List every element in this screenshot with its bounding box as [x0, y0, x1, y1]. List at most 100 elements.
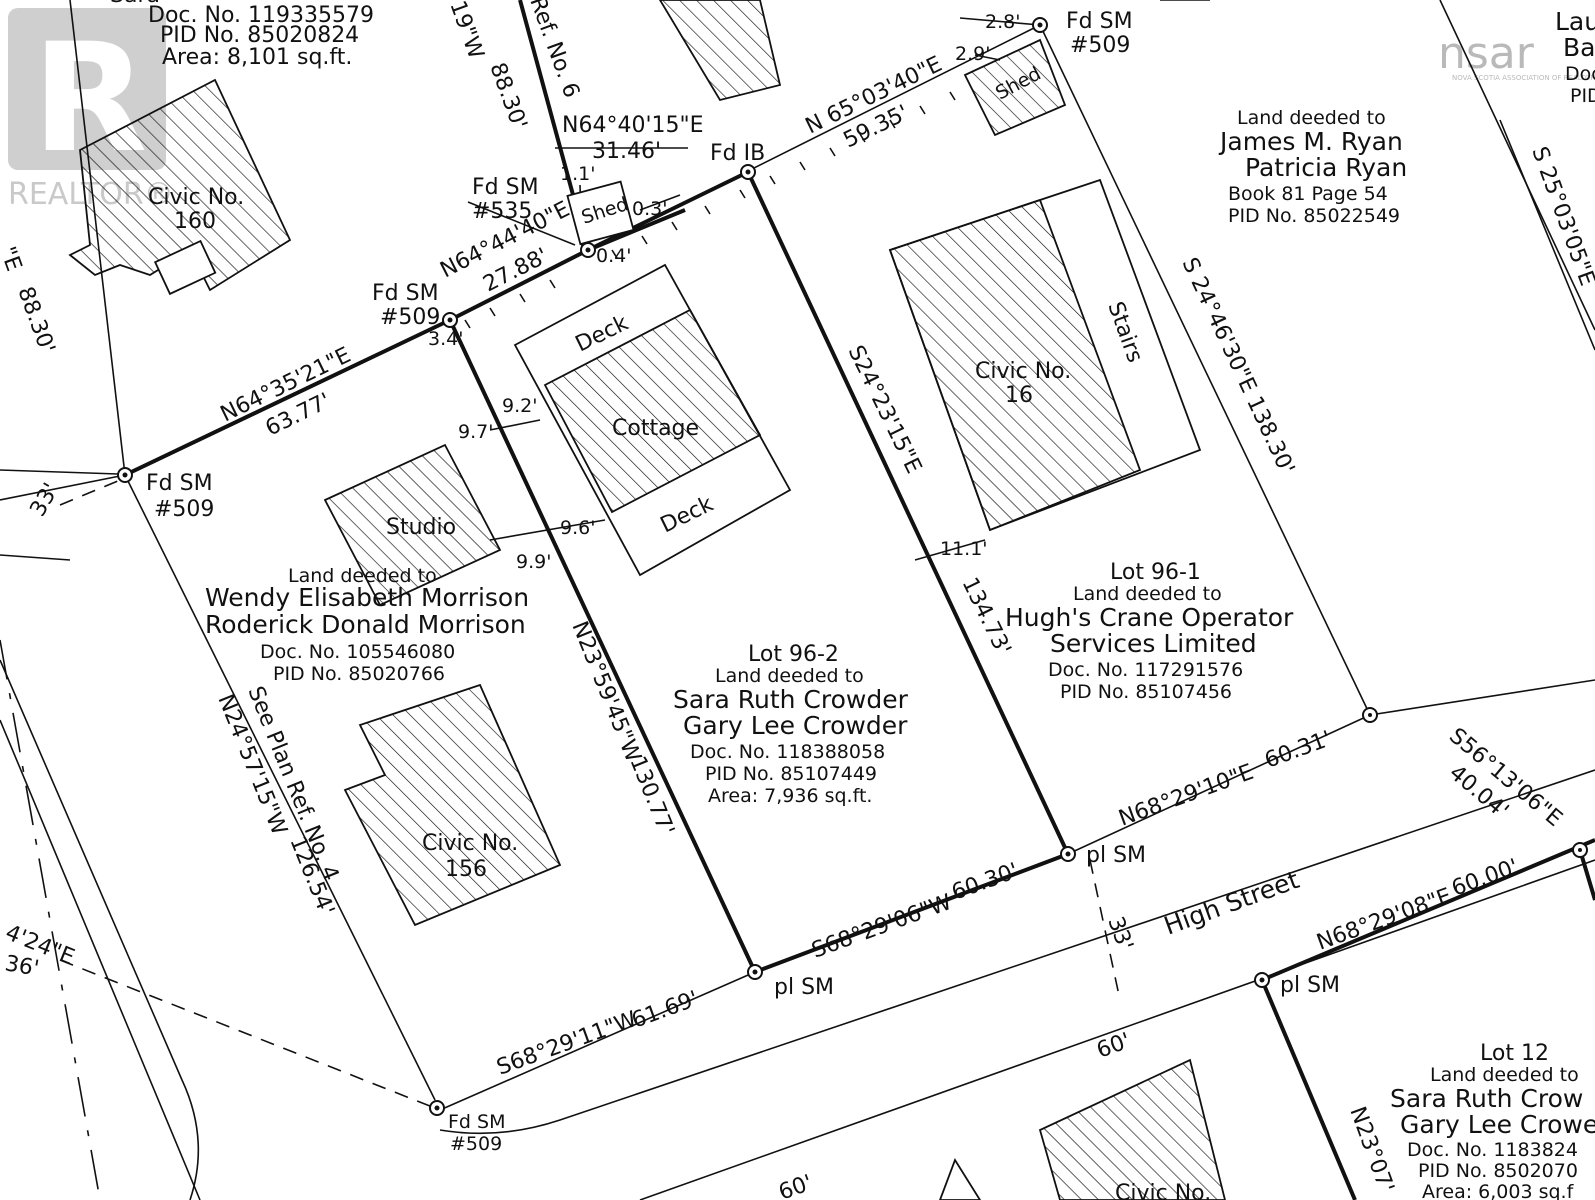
monument-label-m3n: #535: [472, 199, 532, 224]
building-civic-160: [68, 78, 292, 292]
offset-o5: 0.4': [596, 245, 631, 267]
bearing-b17: N23°07': [1344, 1104, 1398, 1197]
street-edges: [0, 469, 1595, 1200]
offset-o4: 0.3': [632, 198, 667, 220]
lot-96-2-title: Lot 96-2: [748, 642, 839, 667]
ryan-line3: Patricia Ryan: [1245, 153, 1407, 182]
ryan-line5: PID No. 85022549: [1228, 205, 1400, 227]
offset-o3: 1.1': [560, 163, 595, 185]
monument-label-m4: Fd SM: [372, 281, 439, 306]
street-width-60b: 60': [776, 1171, 817, 1200]
bearing-b12: S68°29'11"W: [494, 1007, 641, 1081]
lot-12-line3: Gary Lee Crowe: [1400, 1110, 1595, 1139]
bearing-b5: S24°23'15"E: [843, 342, 926, 478]
bearing-b16-dist: 88.30': [12, 284, 59, 357]
monument-label-m7: pl SM: [774, 975, 834, 1000]
offset-o11: 11.1': [940, 538, 988, 560]
bearing-b9-dist: 60.31': [1262, 727, 1335, 774]
lot-96-1-line1: Land deeded to: [1073, 583, 1222, 605]
monument-label-m9: Fd SM: [448, 1111, 505, 1133]
bearing-b15: 19"W: [444, 0, 488, 63]
lot-12-line2: Sara Ruth Crow: [1390, 1084, 1583, 1113]
lot-12-line5: PID No. 8502070: [1418, 1160, 1578, 1182]
monument-label-m4n: #509: [380, 305, 440, 330]
lot-96-1-line2: Hugh's Crane Operator: [1005, 603, 1294, 632]
lot-96-2-line3: Gary Lee Crowder: [683, 711, 908, 740]
offset-o6: 3.4': [428, 328, 463, 350]
building-no-30: [658, 0, 782, 102]
parcel-top-left: Sara Doc. No. 119335579 PID No. 85020824…: [110, 0, 374, 234]
morrison-line3: Roderick Donald Morrison: [205, 610, 526, 639]
offsets: 2.8' 2.9' 1.1' 0.3' 0.4' 3.4' 9.2' 9.7' …: [428, 11, 1020, 573]
bearing-b9: N68°29'10"E: [1116, 760, 1258, 832]
monument-labels: Fd SM #509 Fd IB Fd SM #535 Fd SM #509 F…: [146, 9, 1340, 1155]
top-right-line2: Bar: [1563, 33, 1595, 62]
lot-96-1-line4: Doc. No. 117291576: [1048, 659, 1243, 681]
lot-96-1-civic-num: 16: [1005, 383, 1033, 408]
bearing-b11-dist: 60.30': [949, 859, 1022, 906]
building-civic-156: [343, 683, 562, 927]
lot-96-1-line5: PID No. 85107456: [1060, 681, 1232, 703]
building-civic-16: [888, 198, 1142, 532]
lot-96-1-civic: Civic No.: [975, 359, 1071, 384]
lot-96-1-title: Lot 96-1: [1110, 560, 1201, 585]
buildings: [68, 0, 1226, 1200]
street-width-33: 33': [1102, 914, 1137, 955]
top-left-doc: Doc. No. 119335579: [148, 3, 374, 28]
parcel-lot-12: Lot 12 Land deeded to Sara Ruth Crow Gar…: [1115, 1041, 1595, 1200]
offset-o7: 9.2': [502, 395, 537, 417]
offset-o9: 9.6': [560, 517, 595, 539]
nsar-subtitle: NOVA SCOTIA ASSOCIATION OF REALTORS®: [1452, 74, 1595, 82]
monument-label-m8: pl SM: [1280, 973, 1340, 998]
parcel-morrison: Studio Land deeded to Wendy Elisabeth Mo…: [205, 515, 529, 882]
lot-12-line1: Land deeded to: [1430, 1064, 1579, 1086]
bearing-left-edge: "E: [0, 244, 26, 275]
monument-label-m5: Fd SM: [146, 471, 213, 496]
monument-label-m9n: #509: [450, 1133, 502, 1155]
nsar-watermark: nsar: [1438, 28, 1535, 79]
street-left-36: 36': [3, 951, 41, 982]
top-right-line3: Doc: [1565, 63, 1595, 85]
top-left-pid: PID No. 85020824: [160, 23, 359, 48]
monument-label-m1: Fd SM: [1066, 9, 1133, 34]
monument-label-m2: Fd IB: [710, 141, 765, 166]
monument-label-m5n: #509: [154, 497, 214, 522]
lot-96-2-line5: PID No. 85107449: [705, 763, 877, 785]
morrison-line4: Doc. No. 105546080: [260, 641, 455, 663]
bearing-b11: S68°29'06"W: [809, 890, 956, 964]
bearing-b15-dist: 88.30': [484, 60, 531, 133]
bearing-b1-dist: 31.46': [592, 139, 661, 164]
bearing-b1: N64°40'15"E: [562, 113, 704, 138]
lot-96-2-cottage: Cottage: [612, 416, 699, 441]
lot-12-line6: Area: 6,003 sq.f: [1422, 1181, 1575, 1200]
lot-12-line4: Doc. No. 1183824: [1407, 1139, 1578, 1161]
offset-o10: 9.9': [516, 551, 551, 573]
morrison-line5: PID No. 85020766: [273, 663, 445, 685]
lot-12-civic: Civic No.: [1115, 1181, 1211, 1200]
shed-lot-96-1: [963, 38, 1067, 137]
monument-label-m6: pl SM: [1086, 843, 1146, 868]
parcel-lot-96-2: Deck Cottage Deck Shed Lot 96-2 Land dee…: [572, 193, 909, 807]
monument-label-m1n: #509: [1070, 33, 1130, 58]
street-name: High Street: [1160, 865, 1303, 941]
top-right-line1: Lau: [1555, 7, 1595, 36]
lot-96-2-line2: Sara Ruth Crowder: [673, 685, 909, 714]
top-left-civic: Civic No.: [148, 185, 244, 210]
morrison-line1: Land deeded to: [288, 565, 437, 587]
lot-96-2-line6: Area: 7,936 sq.ft.: [708, 785, 872, 807]
monuments: [117, 17, 1588, 1116]
morrison-line2: Wendy Elisabeth Morrison: [205, 583, 529, 612]
ryan-line4: Book 81 Page 54: [1228, 183, 1388, 205]
offset-o8: 9.7': [458, 421, 493, 443]
bearing-b13-dist: 60.00': [1449, 855, 1522, 902]
lot-12-title: Lot 12: [1480, 1041, 1549, 1066]
top-left-civic-num: 160: [174, 209, 216, 234]
parcel-ryan: Land deeded to James M. Ryan Patricia Ry…: [1218, 107, 1407, 227]
monument-label-m3: Fd SM: [472, 175, 539, 200]
morrison-studio: Studio: [386, 515, 456, 540]
lot-96-1-line3: Services Limited: [1050, 629, 1257, 658]
street-left-33: 33': [26, 479, 65, 521]
building-cottage: [543, 308, 762, 514]
top-left-area: Area: 8,101 sq.ft.: [162, 45, 352, 70]
